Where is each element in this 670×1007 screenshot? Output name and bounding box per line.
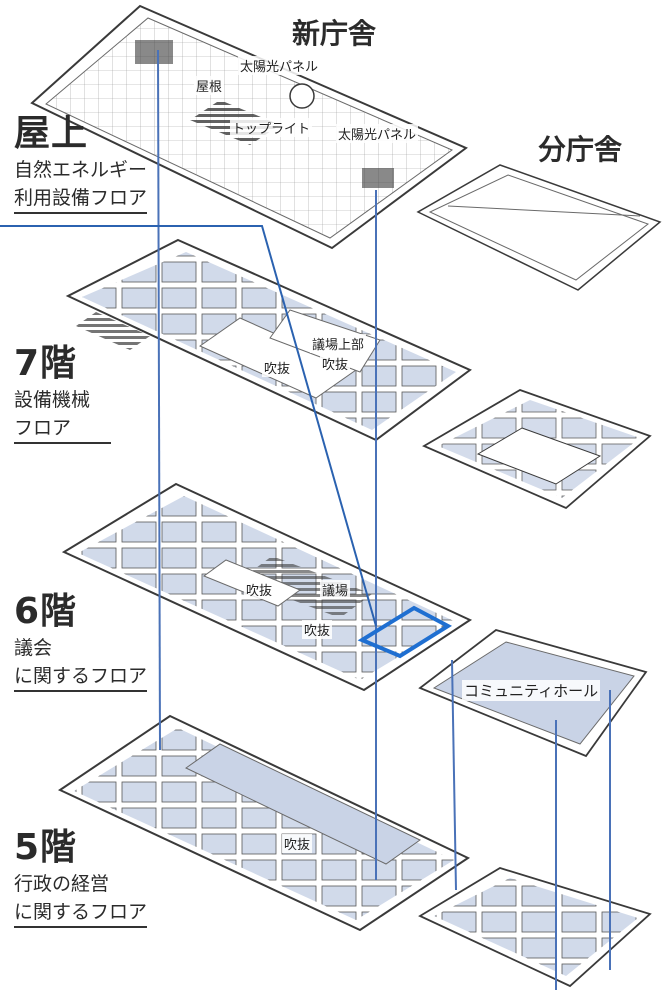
- callout-void-6: 吹抜: [244, 580, 275, 599]
- floor-6-desc-2: に関するフロア: [14, 662, 148, 692]
- pointer-line: [0, 225, 377, 627]
- floor-5-label: 5階 行政の経営 に関するフロア: [14, 818, 148, 928]
- new-building-title: 新庁舎: [292, 17, 377, 50]
- callout-skylight: トップライト: [230, 118, 313, 137]
- chamber-highlight: [357, 605, 453, 659]
- callout-solar-panel-1: 太陽光パネル: [238, 56, 321, 75]
- floor-5-title: 5階: [14, 827, 78, 868]
- callout-void-6b: 吹抜: [302, 620, 333, 639]
- roof-desc-1: 自然エネルギー: [14, 159, 148, 181]
- helipad-icon: [289, 83, 315, 109]
- floor-5-plate: [57, 714, 471, 932]
- floor-7-plate: [65, 238, 472, 442]
- callout-chamber: 議場: [320, 580, 351, 599]
- callout-void-7a: 吹抜: [262, 358, 293, 377]
- floor-5-desc-2: に関するフロア: [14, 898, 148, 928]
- branch-building-title: 分庁舎: [538, 133, 623, 166]
- floor-5-desc-1: 行政の経営: [14, 873, 110, 895]
- callout-community-hall: コミュニティホール: [462, 680, 601, 701]
- floor-7-title: 7階: [14, 343, 78, 384]
- roof-title: 屋上: [14, 113, 89, 154]
- callout-void-5: 吹抜: [282, 834, 313, 853]
- callout-void-7b: 吹抜: [320, 354, 351, 373]
- roof-desc-2: 利用設備フロア: [14, 184, 148, 214]
- branch-roof-plate: [416, 164, 662, 291]
- callout-upper-chamber: 議場上部: [310, 334, 367, 353]
- floor-7-desc-1: 設備機械: [14, 389, 91, 411]
- floor-6-label: 6階 議会 に関するフロア: [14, 582, 148, 692]
- vertical-guides: [157, 49, 611, 990]
- floor-7-desc-2: フロア: [14, 414, 112, 444]
- floor-6-title: 6階: [14, 591, 78, 632]
- callout-solar-panel-2: 太陽光パネル: [336, 124, 419, 143]
- floor-7-label: 7階 設備機械 フロア: [14, 334, 112, 444]
- roof-label: 屋上 自然エネルギー 利用設備フロア: [14, 104, 148, 214]
- floor-6-desc-1: 議会: [14, 637, 53, 659]
- branch-floor-7: [422, 389, 652, 510]
- branch-floor-5: [418, 867, 652, 988]
- callout-roof: 屋根: [194, 76, 225, 95]
